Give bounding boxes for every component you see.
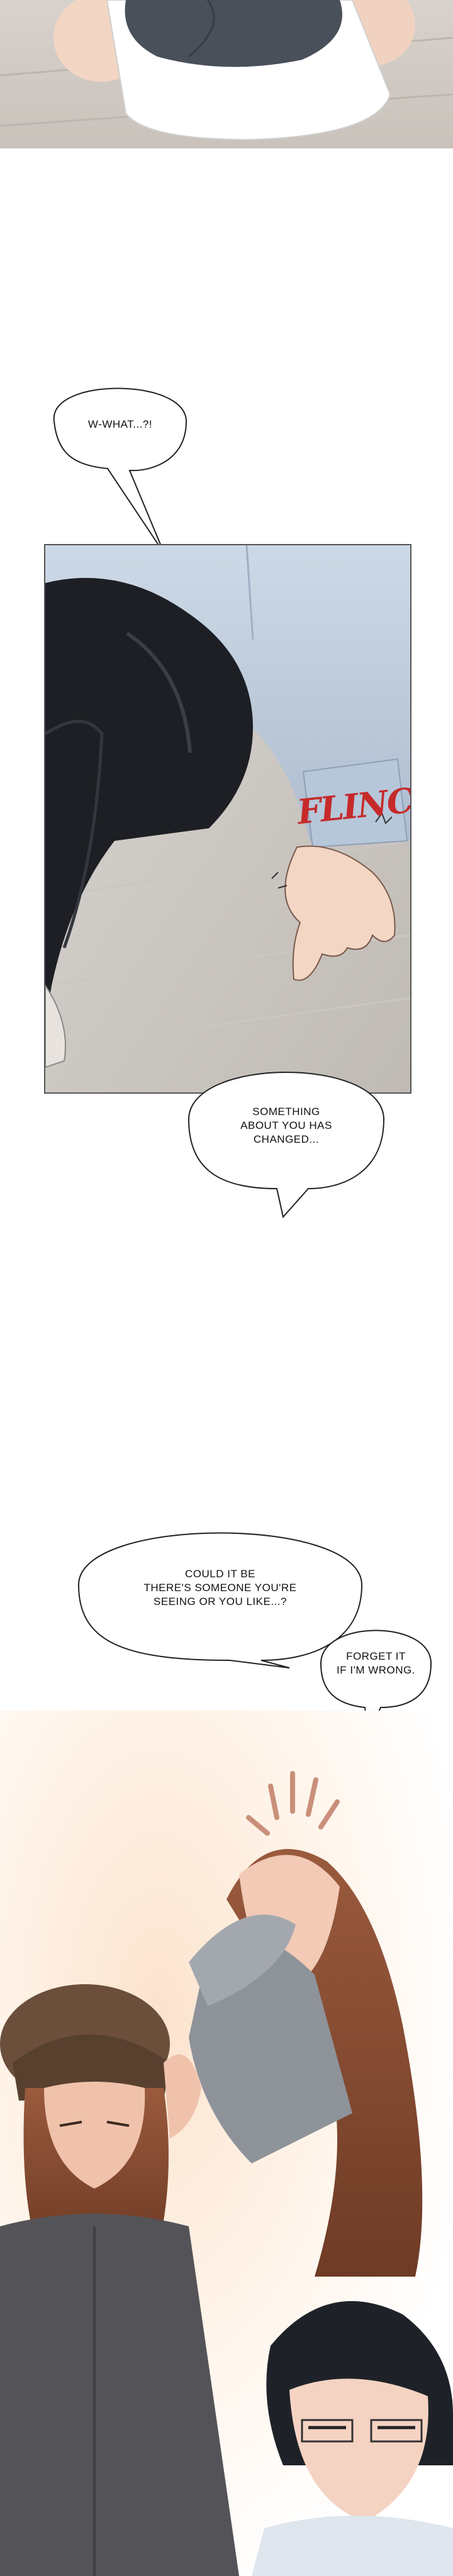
speech-text-seeing: COULD IT BE THERE'S SOMEONE YOU'RE SEEIN… — [143, 1568, 297, 1607]
speech-bubble-what-shape — [53, 387, 187, 554]
panel-top-knees — [0, 0, 453, 148]
speech-bubble-what: W-WHAT...?! — [35, 352, 199, 560]
speech-bubble-changed-shape — [187, 1072, 385, 1219]
speech-bubble-wrong-shape — [320, 1629, 432, 1738]
speech-bubble-seeing-shape — [77, 1532, 363, 1668]
speech-bubble-changed: SOMETHING ABOUT YOU HAS CHANGED... — [182, 1031, 390, 1220]
panel-bottom-art — [0, 1711, 453, 2576]
panel-flinch-art — [45, 545, 410, 1092]
speech-bubble-wrong: FORGET IT IF I'M WRONG. — [318, 1607, 434, 1739]
speech-text-what: W-WHAT...?! — [87, 418, 153, 430]
speech-text-wrong: FORGET IT IF I'M WRONG. — [337, 1650, 415, 1676]
speech-text-changed: SOMETHING ABOUT YOU HAS CHANGED... — [240, 1106, 332, 1145]
speech-bubble-seeing: COULD IT BE THERE'S SOMEONE YOU'RE SEEIN… — [72, 1503, 368, 1673]
panel-top-art — [0, 0, 453, 148]
panel-bottom-group — [0, 1711, 453, 2576]
panel-flinch: FLINCH — [44, 544, 411, 1094]
